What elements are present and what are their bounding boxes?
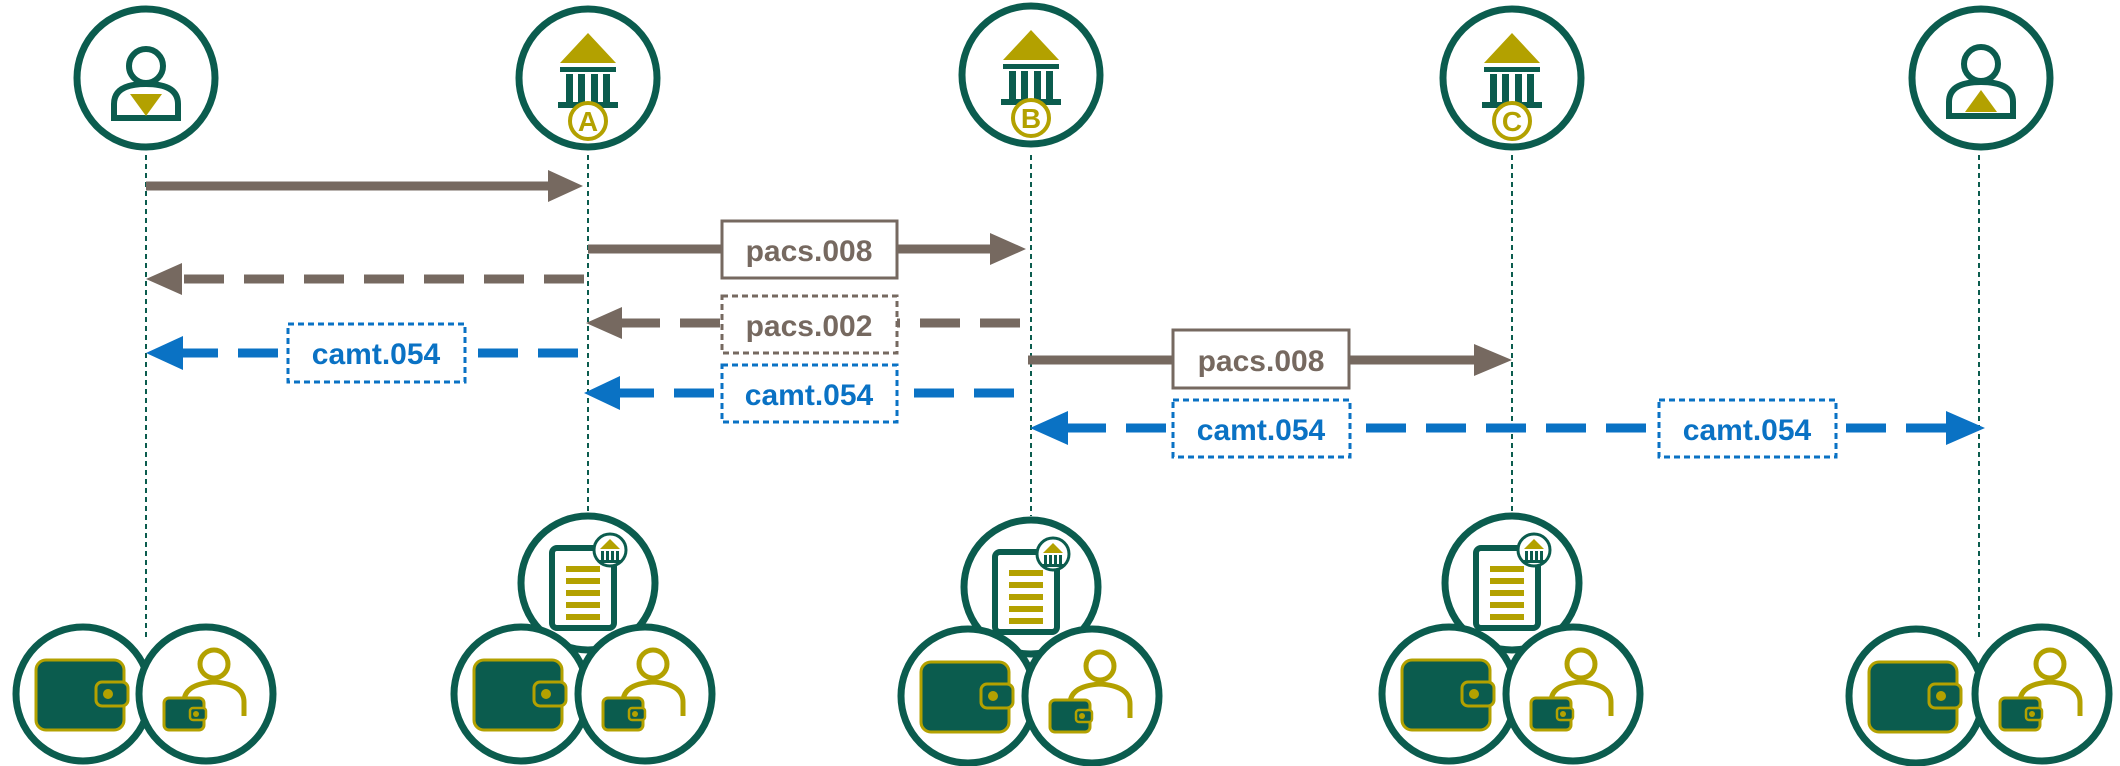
wallet-icon	[1400, 658, 1496, 732]
participant-bank-c: C	[1439, 5, 1585, 151]
lifelines	[145, 155, 1980, 640]
participant-creditor	[1908, 5, 2054, 151]
bank-letter-c: C	[1502, 106, 1522, 137]
message-label-pacs-008-1: pacs.008	[746, 235, 873, 268]
bank-letter-a: A	[578, 106, 598, 137]
message-label-pacs-002: pacs.002	[746, 310, 873, 343]
message-label-camt-054-2: camt.054	[745, 379, 874, 412]
document-bank-icon	[1476, 534, 1550, 628]
message-arrow-8-9: camt.054 camt.054	[1030, 398, 1985, 459]
message-label-box-9	[1657, 398, 1838, 459]
message-label-box-5	[286, 322, 467, 384]
person-down-arrow-icon	[111, 46, 181, 121]
message-arrow-6: camt.054	[584, 363, 1014, 424]
message-label-box-7	[1171, 328, 1351, 390]
message-label-camt-054-3: camt.054	[1197, 414, 1326, 447]
ledger-bank-a	[517, 512, 659, 654]
participant-bank-a: A	[515, 5, 661, 151]
wallet-icon	[472, 658, 568, 732]
accounts-bank-a	[450, 623, 716, 765]
ledger-bank-c	[1441, 512, 1583, 654]
message-label-box-8	[1171, 398, 1352, 459]
participant-bank-b: B	[958, 2, 1104, 148]
wallet-icon	[919, 660, 1015, 734]
accounts-creditor	[1845, 623, 2113, 766]
message-label-box-6	[720, 363, 899, 424]
message-arrow-3	[146, 263, 584, 295]
message-arrow-4: pacs.002	[586, 294, 1020, 355]
document-bank-icon	[995, 538, 1069, 632]
document-bank-icon	[552, 534, 626, 628]
message-label-pacs-008-2: pacs.008	[1198, 345, 1325, 378]
message-label-box-4	[720, 294, 899, 355]
message-label-camt-054-1: camt.054	[312, 338, 441, 371]
message-label-camt-054-4: camt.054	[1683, 414, 1812, 447]
ledger-bank-b	[960, 516, 1102, 658]
wallet-icon	[34, 658, 130, 732]
person-up-arrow-icon	[1946, 44, 2016, 119]
accounts-bank-b	[897, 625, 1163, 766]
accounts-debtor	[12, 623, 277, 765]
message-arrow-1	[146, 170, 583, 202]
message-arrow-2: pacs.008	[588, 219, 1026, 280]
message-arrow-7: pacs.008	[1028, 328, 1512, 390]
message-label-box-2	[720, 219, 899, 280]
bank-letter-b: B	[1021, 103, 1041, 134]
message-arrow-5: camt.054	[146, 322, 578, 384]
wallet-icon	[1867, 660, 1963, 734]
participant-debtor	[73, 5, 219, 151]
accounts-bank-c	[1378, 623, 1644, 765]
